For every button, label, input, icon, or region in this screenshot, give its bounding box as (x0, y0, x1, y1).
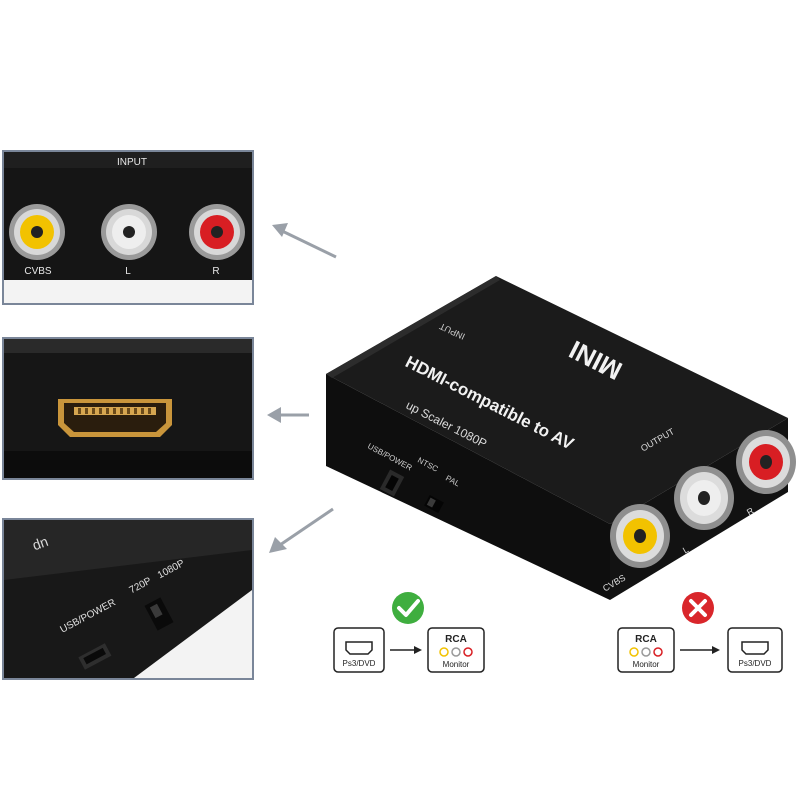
left-label-closeup: L (125, 266, 131, 277)
cross-icon (682, 592, 714, 624)
source-rca-title: RCA (635, 634, 657, 645)
arrow-to-input-panel (272, 223, 337, 259)
device-right-jack (736, 430, 796, 494)
supported-direction-diagram: Ps3/DVD RCA Monitor (333, 592, 485, 673)
source-monitor-label: Monitor (633, 660, 660, 669)
source-hdmi-box: Ps3/DVD (333, 627, 385, 673)
up-text-closeup: up (31, 535, 51, 555)
target-monitor-label: Monitor (443, 660, 470, 669)
hdmi-to-av-converter: INPUT MINI HDMI-compatible to AV up Scal… (326, 276, 796, 600)
right-label-closeup: R (212, 266, 219, 277)
check-icon (392, 592, 424, 624)
hdmi-closeup-panel (2, 337, 254, 480)
source-rca-box: RCA Monitor (617, 627, 675, 673)
rca-dots-icon (629, 647, 663, 657)
usb-switch-closeup-panel: up USB/POWER 720P 1080P (2, 518, 254, 680)
device-mini-usb-port (379, 469, 405, 497)
resolution-switch (144, 597, 174, 631)
right-jack-closeup (189, 204, 245, 260)
unsupported-direction-diagram: RCA Monitor Ps3/DVD (617, 592, 783, 673)
arrow-right-icon (680, 646, 720, 654)
arrow-to-hdmi-panel (267, 407, 309, 423)
left-jack-closeup (101, 204, 157, 260)
input-closeup-panel: INPUT CVBS L R (2, 150, 254, 305)
rca-dots-icon (439, 647, 473, 657)
arrow-right-icon (390, 646, 422, 654)
device-left-label: L (681, 544, 690, 555)
device-right-label: R (745, 505, 756, 517)
device-left-jack (674, 466, 734, 530)
device-cvbs-jack (610, 504, 670, 568)
target-rca-box: RCA Monitor (427, 627, 485, 673)
source-device-label: Ps3/DVD (343, 659, 376, 668)
mini-usb-port-closeup (78, 643, 112, 670)
cvbs-label-closeup: CVBS (24, 266, 52, 277)
hdmi-port-icon (741, 641, 769, 655)
device-ntsc-pal-switch (424, 494, 444, 514)
target-device-label: Ps3/DVD (739, 659, 772, 668)
cvbs-jack-closeup (9, 204, 65, 260)
arrow-to-usb-panel (269, 507, 334, 553)
hdmi-port-closeup (58, 399, 172, 437)
target-rca-title: RCA (445, 634, 467, 645)
input-closeup-title: INPUT (117, 157, 147, 168)
hdmi-port-icon (345, 641, 373, 655)
target-hdmi-box: Ps3/DVD (727, 627, 783, 673)
